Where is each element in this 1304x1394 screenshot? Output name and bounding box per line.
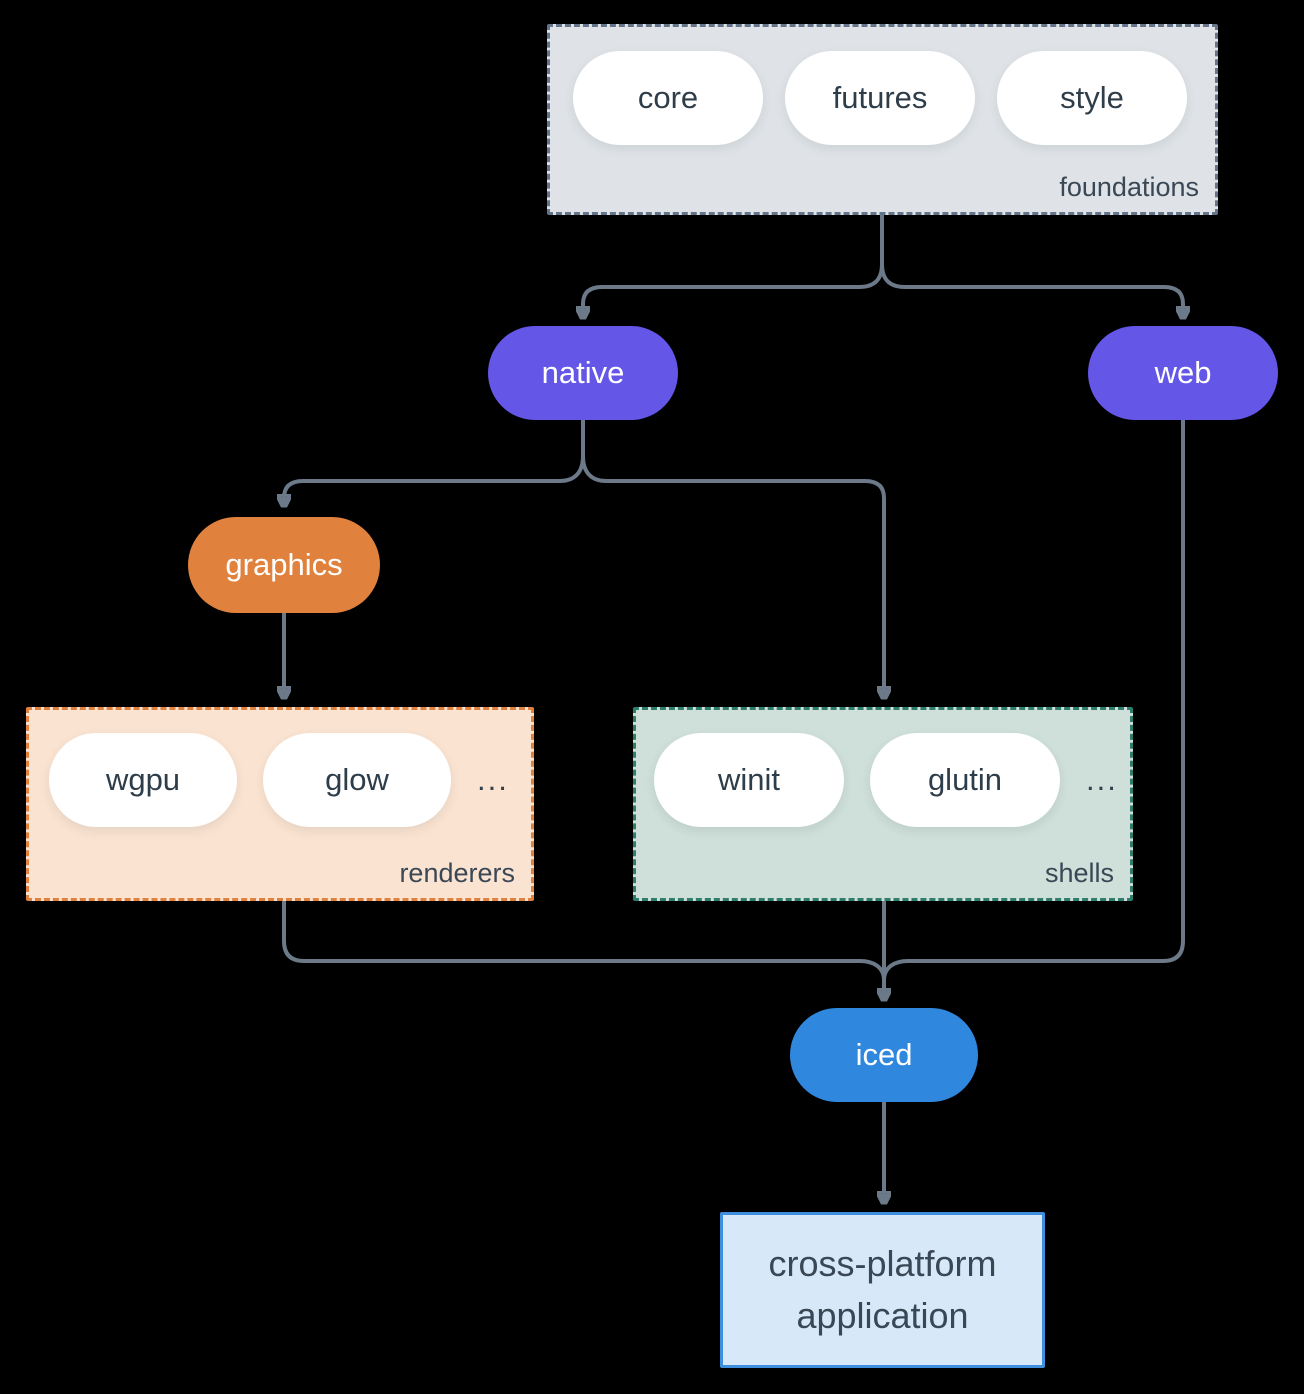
connector-native-shells: [581, 455, 884, 698]
node-core: core: [573, 51, 763, 145]
connector-renderers-merge: [282, 901, 886, 981]
node-winit: winit: [654, 733, 844, 827]
group-shells: winit glutin ... shells: [633, 707, 1133, 901]
node-style: style: [997, 51, 1187, 145]
node-graphics: graphics: [188, 517, 380, 613]
node-cross-platform-application: cross-platform application: [720, 1212, 1045, 1368]
group-foundations: core futures style foundations: [547, 24, 1218, 215]
group-shells-label: shells: [1044, 858, 1114, 888]
node-iced: iced: [790, 1008, 978, 1102]
node-web: web: [1088, 326, 1278, 420]
connector-foundations-web: [880, 263, 1183, 318]
connector-native-graphics: [284, 455, 585, 506]
renderers-ellipsis: ...: [477, 762, 509, 797]
node-native: native: [488, 326, 678, 420]
connector-foundations-native: [583, 263, 884, 318]
group-foundations-label: foundations: [1059, 172, 1199, 202]
group-renderers-label: renderers: [399, 858, 515, 888]
node-glutin: glutin: [870, 733, 1060, 827]
node-glow: glow: [263, 733, 451, 827]
node-futures: futures: [785, 51, 975, 145]
group-renderers: wgpu glow ... renderers: [26, 707, 534, 901]
shells-ellipsis: ...: [1086, 762, 1118, 797]
node-wgpu: wgpu: [49, 733, 237, 827]
connector-web-merge: [882, 420, 1185, 981]
